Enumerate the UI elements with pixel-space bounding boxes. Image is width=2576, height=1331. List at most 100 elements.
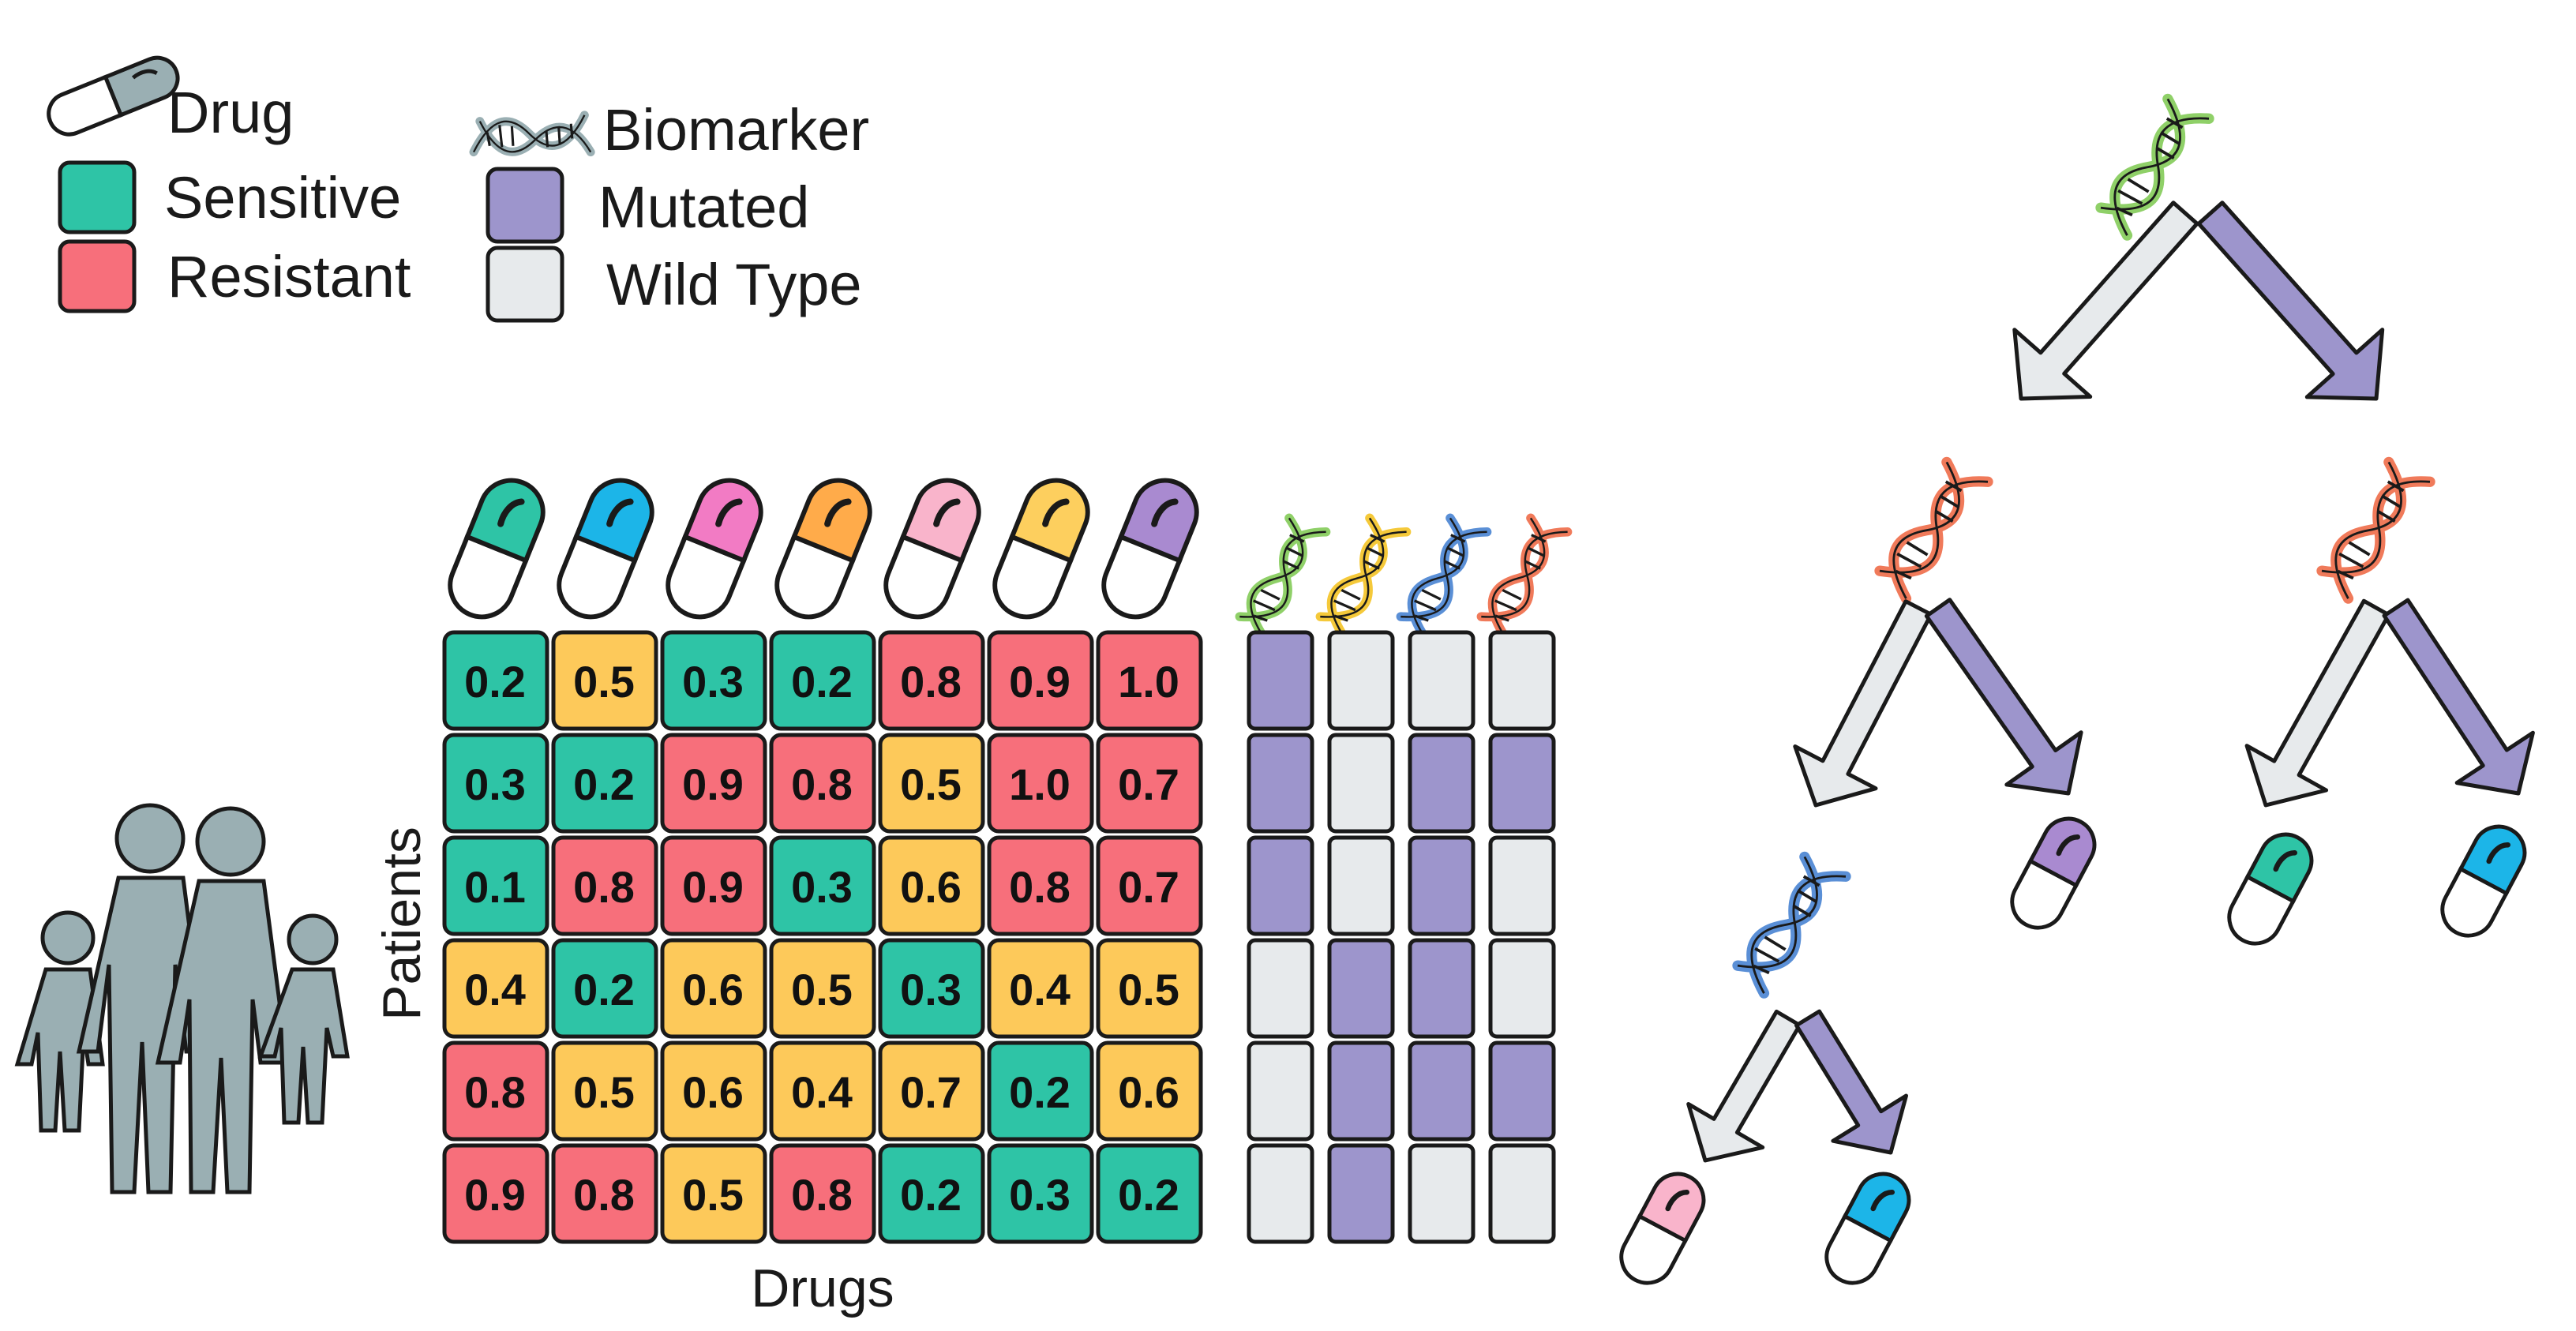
matrix-cell: 1.0 xyxy=(987,733,1094,834)
biomarker-status-cell xyxy=(1488,1143,1556,1244)
tree-leaf-capsule-icon xyxy=(1817,1165,1918,1292)
matrix-cell: 0.3 xyxy=(769,835,876,936)
matrix-cell-value: 0.5 xyxy=(791,965,853,1014)
legend-drug-label: Drug xyxy=(167,80,294,145)
matrix-cell-value: 0.1 xyxy=(464,862,526,912)
biomarker-status-cell xyxy=(1408,938,1475,1039)
matrix-cell-value: 0.8 xyxy=(791,759,853,809)
matrix-cell: 0.5 xyxy=(878,733,985,834)
matrix-cell: 0.6 xyxy=(1096,1040,1203,1142)
matrix-cell-value: 0.3 xyxy=(900,965,962,1014)
matrix-cell: 0.9 xyxy=(987,630,1094,731)
matrix-cell-value: 0.8 xyxy=(573,1170,635,1220)
tree-leaf-capsule-icon xyxy=(2003,810,2103,937)
tree-arrow-mutated xyxy=(2196,201,2385,401)
matrix-cell: 0.8 xyxy=(769,1143,876,1244)
matrix-cell-value: 0.3 xyxy=(464,759,526,809)
tree-leaf-capsule-icon xyxy=(1612,1165,1712,1292)
matrix-cell: 0.2 xyxy=(987,1040,1094,1142)
matrix-cell-value: 0.2 xyxy=(573,759,635,809)
matrix-cell: 0.2 xyxy=(878,1143,985,1244)
drug-capsule-icon-2 xyxy=(549,471,662,627)
legend-drug-icon xyxy=(47,55,180,137)
matrix-cell-value: 0.2 xyxy=(791,657,853,707)
matrix-cell-value: 0.3 xyxy=(1009,1170,1071,1220)
biomarker-status-cell xyxy=(1488,938,1556,1039)
matrix-cell-value: 1.0 xyxy=(1009,759,1071,809)
biomarker-icon-row xyxy=(1231,512,1568,639)
biomarker-status-matrix xyxy=(1247,630,1556,1244)
matrix-cell-value: 0.2 xyxy=(464,657,526,707)
matrix-cell: 0.4 xyxy=(769,1040,876,1142)
biomarker-status-cell xyxy=(1327,733,1395,834)
biomarker-status-cell xyxy=(1488,1040,1556,1142)
matrix-cell: 0.8 xyxy=(769,733,876,834)
legend-resistant-swatch xyxy=(58,239,137,313)
matrix-ylabel: Patients xyxy=(372,827,432,1021)
matrix-cell: 0.7 xyxy=(878,1040,985,1142)
tree-arrow-mutated xyxy=(2382,598,2535,796)
matrix-cell: 0.8 xyxy=(551,835,658,936)
matrix-cell: 0.8 xyxy=(987,835,1094,936)
matrix-cell-value: 0.9 xyxy=(464,1170,526,1220)
matrix-cell-value: 0.2 xyxy=(900,1170,962,1220)
matrix-cell: 0.3 xyxy=(660,630,767,731)
tree-leaf-capsule-icon xyxy=(2433,818,2533,945)
drug-capsule-row xyxy=(441,471,1206,627)
legend-sensitive-label: Sensitive xyxy=(164,165,401,231)
matrix-cell-value: 0.6 xyxy=(900,862,962,912)
matrix-cell: 0.2 xyxy=(1096,1143,1203,1244)
legend-mutated-label: Mutated xyxy=(598,174,809,240)
matrix-cell: 0.3 xyxy=(987,1143,1094,1244)
legend-wildtype-label: Wild Type xyxy=(606,252,862,317)
matrix-cell-value: 0.7 xyxy=(1118,759,1179,809)
matrix-cell: 0.2 xyxy=(551,938,658,1039)
tree-arrow-mutated xyxy=(1794,1009,1908,1155)
tree-level2-left-dna-icon xyxy=(1869,456,1988,599)
matrix-cell: 0.9 xyxy=(660,733,767,834)
matrix-cell: 0.5 xyxy=(551,630,658,731)
matrix-cell: 0.5 xyxy=(769,938,876,1039)
matrix-cell-value: 0.5 xyxy=(573,1067,635,1117)
matrix-cell-value: 0.8 xyxy=(1009,862,1071,912)
matrix-cell: 0.6 xyxy=(660,938,767,1039)
tree-arrow-wildtype xyxy=(1686,1009,1802,1163)
matrix-cell: 0.8 xyxy=(878,630,985,731)
biomarker-status-cell xyxy=(1327,835,1395,936)
matrix-cell-value: 0.3 xyxy=(682,657,744,707)
drug-capsule-icon-1 xyxy=(441,471,553,627)
matrix-cell-value: 0.6 xyxy=(1118,1067,1179,1117)
matrix-cell-value: 0.7 xyxy=(900,1067,962,1117)
matrix-cell-value: 0.2 xyxy=(1118,1170,1179,1220)
legend-biomarker-icon xyxy=(474,115,591,152)
biomarker-status-cell xyxy=(1327,1040,1395,1142)
drug-capsule-icon-3 xyxy=(658,471,771,627)
matrix-cell: 0.1 xyxy=(442,835,549,936)
matrix-cell: 1.0 xyxy=(1096,630,1203,731)
legend: Drug Sensitive Resistant Biomarker Mutat… xyxy=(47,55,869,323)
biomarker-status-cell xyxy=(1408,1143,1475,1244)
matrix-cell: 0.5 xyxy=(551,1040,658,1142)
matrix-cell: 0.9 xyxy=(442,1143,549,1244)
matrix-cell-value: 0.2 xyxy=(1009,1067,1071,1117)
matrix-cell: 0.7 xyxy=(1096,835,1203,936)
matrix-cell-value: 0.6 xyxy=(682,965,744,1014)
matrix-cell: 0.4 xyxy=(442,938,549,1039)
patient-family-icon xyxy=(14,803,350,1194)
matrix-cell: 0.2 xyxy=(551,733,658,834)
matrix-cell-value: 0.8 xyxy=(791,1170,853,1220)
matrix-cell-value: 0.8 xyxy=(464,1067,526,1117)
biomarker-status-cell xyxy=(1247,630,1314,731)
decision-tree xyxy=(1612,93,2533,1292)
biomarker-status-cell xyxy=(1488,733,1556,834)
matrix-cell-value: 0.9 xyxy=(682,862,744,912)
drug-capsule-icon-7 xyxy=(1094,471,1206,627)
tree-arrow-wildtype xyxy=(2244,598,2391,808)
drug-capsule-icon-5 xyxy=(876,471,988,627)
matrix-cell: 0.2 xyxy=(442,630,549,731)
legend-resistant-label: Resistant xyxy=(167,244,411,309)
matrix-cell: 0.4 xyxy=(987,938,1094,1039)
